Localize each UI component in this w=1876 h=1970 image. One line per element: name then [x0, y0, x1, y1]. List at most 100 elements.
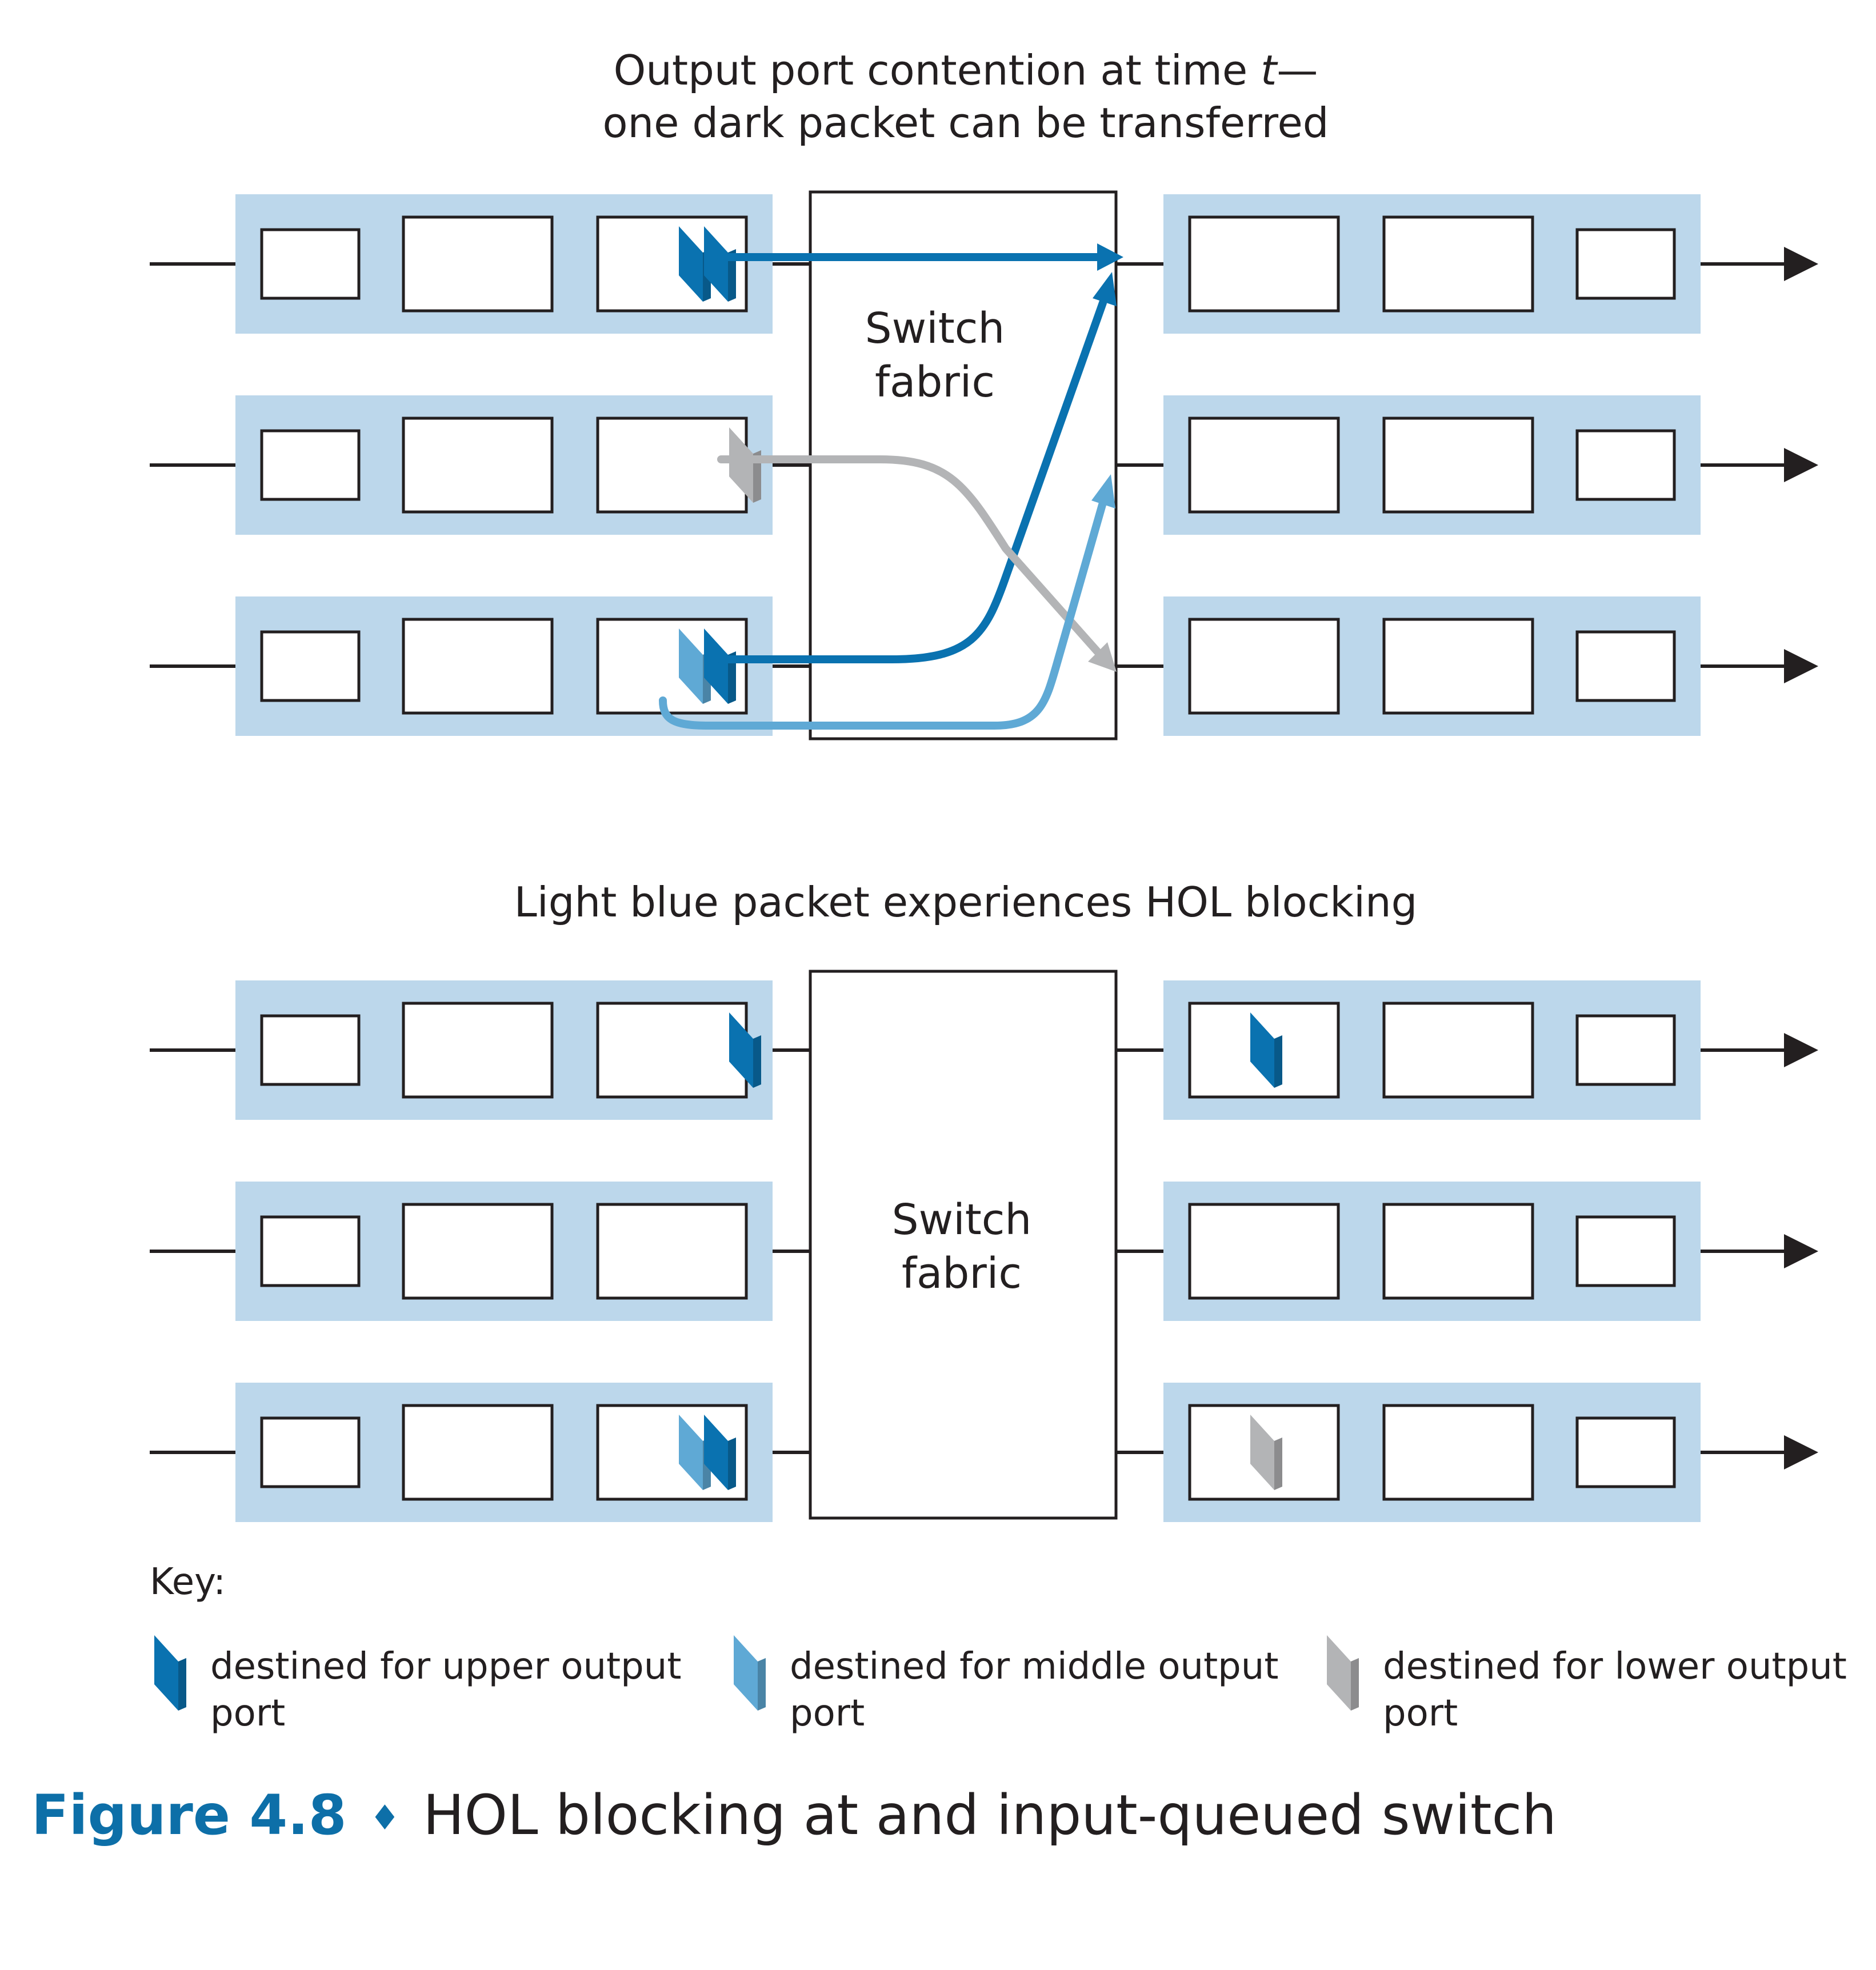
arrow-port3-to-upper-head	[1093, 272, 1117, 306]
lower-packet	[729, 427, 753, 503]
arrow-port2-to-lower-head	[1088, 642, 1117, 672]
input-queue-slot	[596, 1203, 748, 1300]
switch-fabric-label-line2: fabric	[902, 1249, 1022, 1298]
port-row-2	[150, 395, 1818, 535]
arrow-port3-to-middle	[659, 474, 1115, 730]
input-queue-slot	[260, 429, 361, 501]
port-row-3	[150, 1383, 1818, 1522]
bottom-ports	[150, 980, 1818, 1522]
top-transfer-arrows	[659, 243, 1123, 730]
top-panel-title-line2: one dark packet can be transferred	[602, 99, 1329, 147]
input-queue-slot	[596, 1002, 748, 1099]
output-queue-slot	[1575, 429, 1676, 501]
output-queue-slot	[1575, 1416, 1676, 1488]
input-queue-slot	[260, 228, 361, 300]
input-queue-slot	[596, 417, 748, 514]
lower-packet	[1327, 1635, 1351, 1711]
bottom-panel-title: Light blue packet experiences HOL blocki…	[514, 878, 1418, 926]
middle-packet	[679, 628, 703, 704]
key-item-line2: port	[790, 1692, 865, 1735]
upper-packet	[154, 1635, 178, 1711]
output-queue-slot	[1382, 1002, 1534, 1099]
middle-packet-side	[758, 1658, 766, 1711]
key-item-line1: destined for middle output	[790, 1645, 1278, 1688]
switch-fabric-label-line1: Switch	[865, 304, 1005, 353]
arrow-port1-to-upper	[717, 243, 1123, 271]
arrow-port3-to-upper-shaft	[717, 299, 1107, 663]
output-queue-slot	[1382, 618, 1534, 715]
upper-packet	[679, 226, 703, 302]
top-panel-title-line1: Output port contention at time t—	[614, 46, 1318, 94]
caption-separator: ♦	[369, 1798, 400, 1838]
input-queue-slot	[402, 618, 554, 715]
upper-packet	[729, 1012, 753, 1088]
key-item-line2: port	[1383, 1692, 1458, 1735]
upper-packet	[704, 1415, 728, 1490]
arrow-port1-to-upper-head	[1097, 243, 1123, 271]
input-queue-slot	[260, 1215, 361, 1287]
input-queue-slot	[402, 1404, 554, 1501]
output-queue-slot	[1382, 1404, 1534, 1501]
switch-fabric-label-line1: Switch	[892, 1195, 1032, 1244]
input-queue-slot	[260, 1416, 361, 1488]
key-item-line2: port	[210, 1692, 285, 1735]
input-queue-slot	[402, 417, 554, 514]
output-queue-slot	[1575, 228, 1676, 300]
arrow-port3-to-middle-shaft	[659, 499, 1107, 730]
arrow-port3-to-middle-head	[1091, 474, 1115, 508]
output-queue-slot	[1188, 618, 1340, 715]
port-row-1	[150, 980, 1818, 1120]
upper-packet	[1250, 1012, 1274, 1088]
caption-text: HOL blocking at and input-queued switch	[423, 1783, 1557, 1847]
figure-number: Figure 4.8	[31, 1783, 346, 1847]
lower-packet-side	[1274, 1438, 1282, 1490]
output-queue-slot	[1575, 1215, 1676, 1287]
key-item-line1: destined for upper output	[210, 1645, 681, 1688]
upper-packet-side	[753, 1035, 761, 1088]
arrow-port3-to-upper	[717, 272, 1117, 663]
upper-packet-side	[728, 249, 736, 302]
switch-fabric	[809, 970, 1118, 1520]
output-queue-slot	[1575, 630, 1676, 702]
upper-packet-side	[728, 651, 736, 704]
key-label: Key:	[150, 1561, 226, 1603]
bottom-panel: Light blue packet experiences HOL blocki…	[150, 878, 1818, 1522]
figure-caption-line: Figure 4.8 ♦ HOL blocking at and input-que…	[31, 1783, 1557, 1847]
key-item-line1: destined for lower output	[1383, 1645, 1847, 1688]
lower-packet-side	[1351, 1658, 1359, 1711]
upper-packet-side	[728, 1438, 736, 1490]
figure-caption: Figure 4.8 ♦ HOL blocking at and input-que…	[31, 1783, 1557, 1847]
port-row-2	[150, 1182, 1818, 1321]
input-queue-slot	[402, 215, 554, 313]
input-queue-slot	[402, 1002, 554, 1099]
lower-packet	[1250, 1415, 1274, 1490]
input-queue-slot	[260, 630, 361, 702]
upper-packet	[704, 628, 728, 704]
middle-packet	[679, 1415, 703, 1490]
port-row-1	[150, 194, 1818, 334]
port-row-3	[150, 596, 1818, 736]
output-queue-slot	[1575, 1014, 1676, 1086]
top-ports	[150, 194, 1818, 736]
input-queue-slot	[402, 1203, 554, 1300]
output-queue-slot	[1188, 417, 1340, 514]
output-queue-slot	[1188, 1203, 1340, 1300]
key: Key: destined for upper outputportdestin…	[150, 1561, 1847, 1735]
arrow-port2-to-lower-shaft	[717, 455, 1101, 655]
output-queue-slot	[1382, 417, 1534, 514]
upper-packet-side	[178, 1658, 186, 1711]
switch-fabric-label-line2: fabric	[875, 358, 995, 407]
output-queue-slot	[1382, 215, 1534, 313]
output-queue-slot	[1382, 1203, 1534, 1300]
input-queue-slot	[260, 1014, 361, 1086]
arrow-port2-to-lower	[717, 455, 1117, 672]
upper-packet	[704, 226, 728, 302]
output-queue-slot	[1188, 215, 1340, 313]
upper-packet-side	[1274, 1035, 1282, 1088]
middle-packet	[734, 1635, 758, 1711]
